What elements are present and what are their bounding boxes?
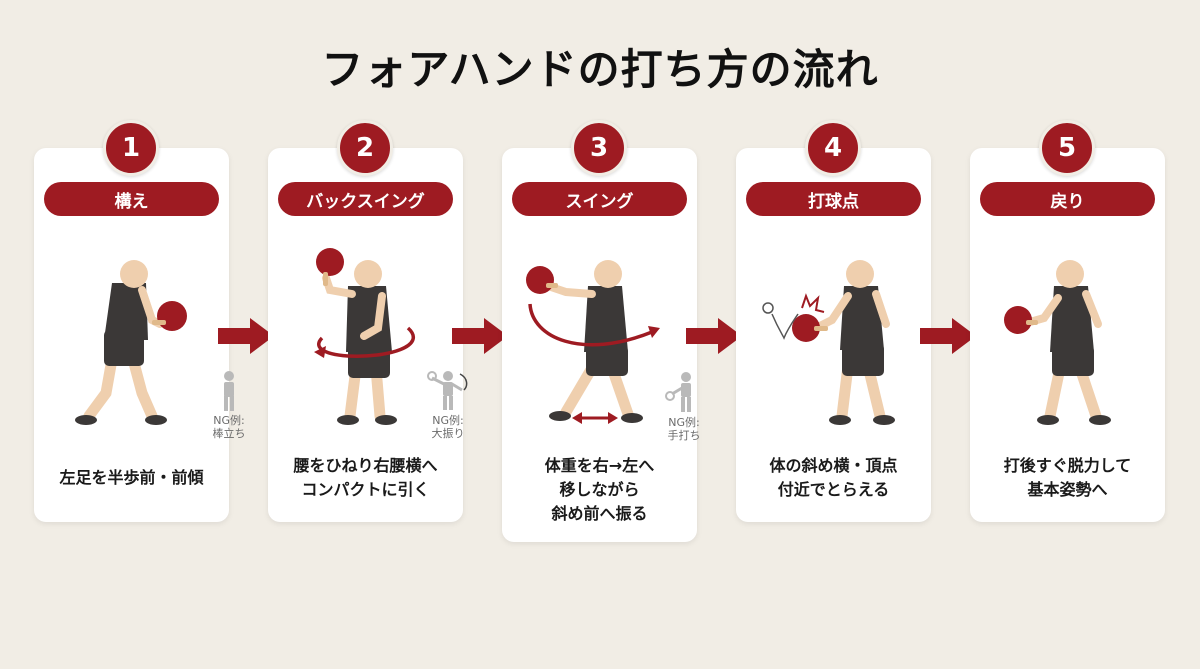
step-1-card: 構え NG例: 棒立ち 左足を半歩前・前傾 (34, 148, 246, 522)
arrow-right-icon (920, 318, 976, 354)
step-5-card: 戻り 打後すぐ脱力して 基本姿勢へ (970, 148, 1165, 522)
step-1-description: 左足を半歩前・前傾 (59, 468, 204, 487)
step-3-figure (526, 260, 660, 424)
step-4-figure (762, 260, 895, 425)
step-4-label: 打球点 (746, 182, 921, 216)
step-3-number: 3 (571, 120, 627, 176)
ng-figure-icon (665, 372, 691, 412)
ng-figure-icon (427, 371, 468, 410)
step-1-figure (75, 260, 187, 425)
step-4-card: 打球点 体の斜め横・頂点 付近でとらえる (736, 148, 931, 522)
step-5-figure (1004, 260, 1111, 425)
page-title: フォアハンドの打ち方の流れ (321, 45, 879, 94)
step-2-card: バックスイング NG例: 大振り 腰をひねり右腰横へ コンパクトに引く (268, 148, 468, 522)
step-2-number: 2 (337, 120, 393, 176)
step-2-ng: NG例: 大振り (418, 368, 478, 440)
step-4-description: 体の斜め横・頂点 付近でとらえる (769, 456, 898, 499)
step-2-label: バックスイング (278, 182, 453, 216)
step-3-card: スイング NG例: 手打ち 体重を右→左へ 移しながら 斜め前へ振る (502, 148, 701, 542)
step-5-description: 打後すぐ脱力して 基本姿勢へ (1003, 456, 1132, 499)
step-5-number: 5 (1039, 120, 1095, 176)
step-2-figure (314, 248, 416, 425)
step-3-label: スイング (512, 182, 687, 216)
step-1-number: 1 (103, 120, 159, 176)
step-3-description: 体重を右→左へ 移しながら 斜め前へ振る (544, 456, 655, 523)
arrow-right-icon (452, 318, 508, 354)
ng-figure-icon (224, 371, 234, 411)
step-5-label: 戻り (980, 182, 1155, 216)
arrow-right-icon (686, 318, 742, 354)
step-4-number: 4 (805, 120, 861, 176)
step-1-label: 構え (44, 182, 219, 216)
step-2-description: 腰をひねり右腰横へ コンパクトに引く (293, 456, 438, 499)
arrow-right-icon (218, 318, 274, 354)
step-1-ng: NG例: 棒立ち (199, 370, 259, 440)
step-3-ng: NG例: 手打ち (654, 370, 714, 442)
